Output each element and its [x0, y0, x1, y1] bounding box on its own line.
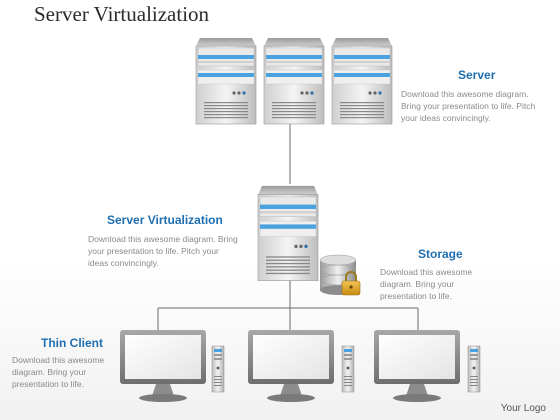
- slim-tower-icon: [341, 345, 355, 393]
- monitor-icon: [374, 330, 460, 402]
- server-cluster: [195, 37, 393, 125]
- server-icon: [195, 37, 257, 125]
- lock-icon: [341, 271, 361, 296]
- server-description: Download this awesome diagram. Bring you…: [401, 89, 536, 123]
- logo-text: Your Logo: [500, 403, 546, 414]
- storage-description: Download this awesome diagram. Bring you…: [380, 267, 473, 301]
- page-title: Server Virtualization: [34, 2, 210, 26]
- thin-client-1: [120, 330, 225, 402]
- thin-client-3: [374, 330, 481, 402]
- virtualization-server-icon: [257, 185, 319, 282]
- monitor-icon: [120, 330, 206, 402]
- server-heading: Server: [458, 68, 496, 82]
- connector-lines: [157, 124, 419, 330]
- thin-client-2: [248, 330, 355, 402]
- server-icon: [263, 37, 325, 125]
- thin-client-description: Download this awesome diagram. Bring you…: [12, 355, 105, 389]
- slim-tower-icon: [467, 345, 481, 393]
- server-icon: [331, 37, 393, 125]
- thin-client-heading: Thin Client: [41, 336, 103, 350]
- virtualization-heading: Server Virtualization: [107, 213, 223, 227]
- virtualization-description: Download this awesome diagram. Bring you…: [88, 234, 238, 268]
- monitor-icon: [248, 330, 334, 402]
- slim-tower-icon: [211, 345, 225, 393]
- storage-heading: Storage: [418, 247, 463, 261]
